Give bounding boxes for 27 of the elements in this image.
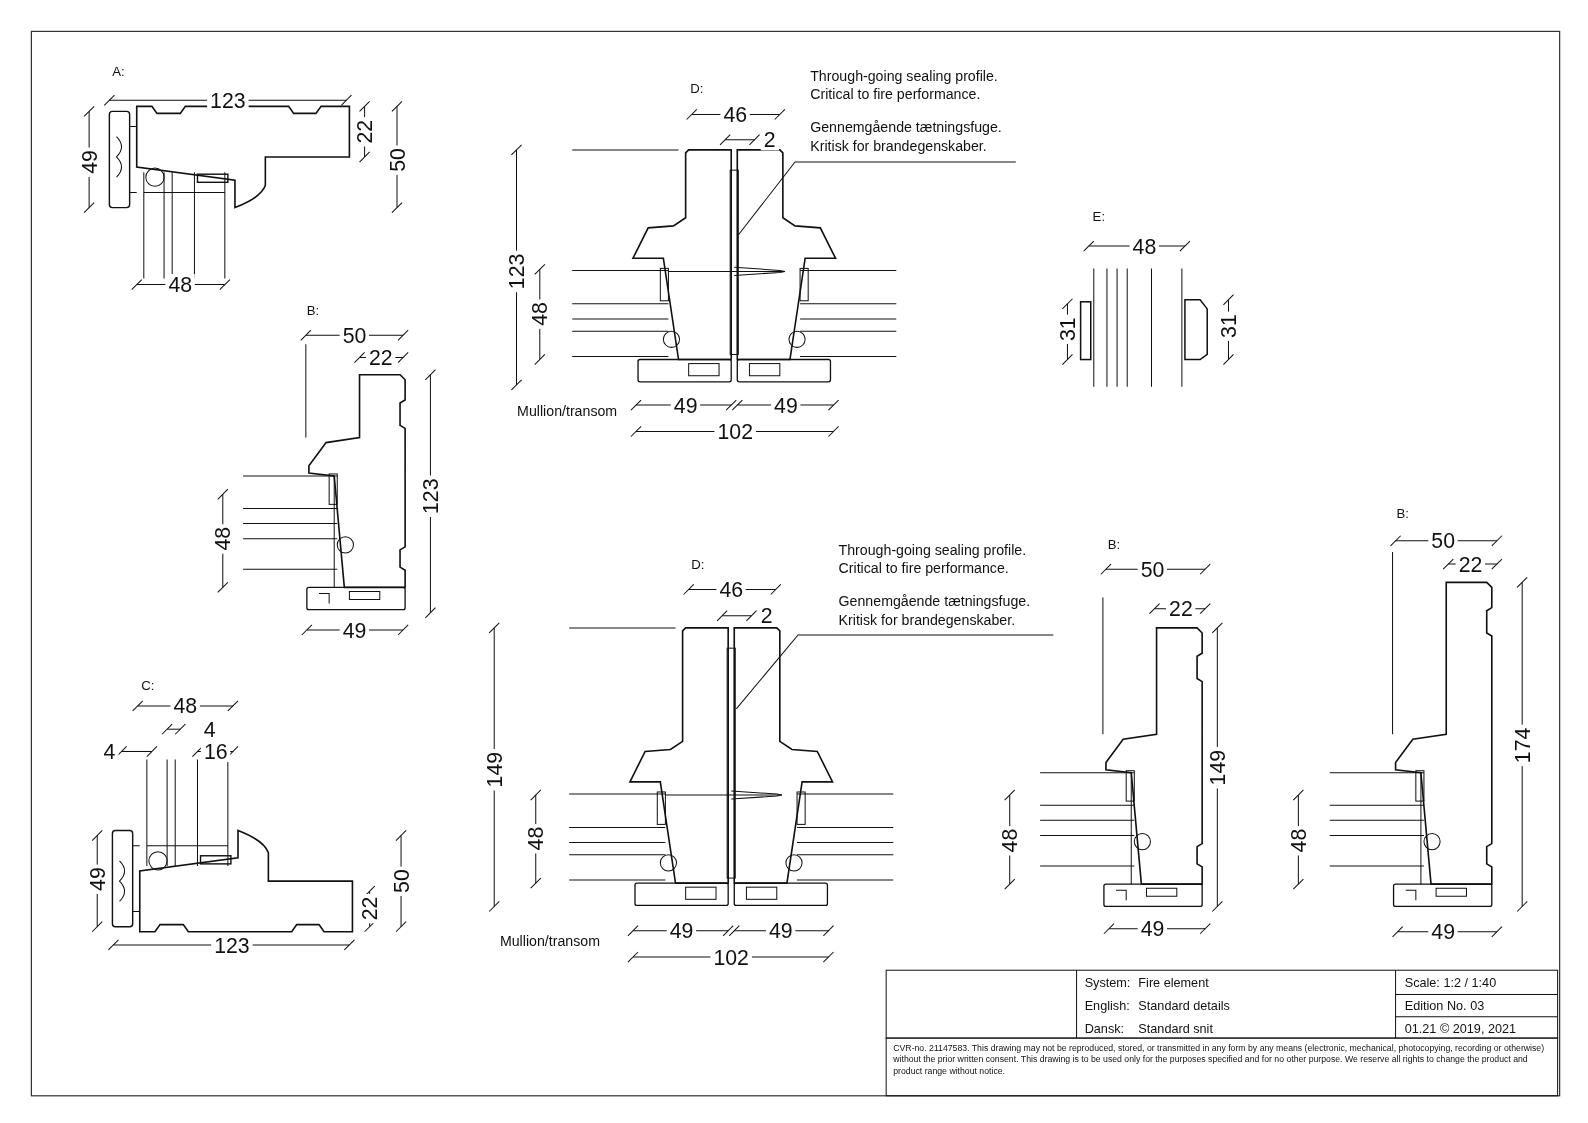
section-label: B: <box>306 304 320 318</box>
table-cell: Standard snit <box>1138 1022 1213 1036</box>
dimension-label: 2 <box>760 129 779 151</box>
section-label: D: <box>691 557 705 571</box>
table-cell: Scale: 1:2 / 1:40 <box>1404 977 1497 990</box>
table-cell: 01.21 © 2019, 2021 <box>1404 1022 1517 1036</box>
note-text: Through-going sealing profile. Critical to fire performance. <box>810 66 999 104</box>
table-cell: English: <box>1084 1000 1130 1013</box>
table-cell: System: <box>1084 977 1131 990</box>
section-label: C: <box>141 679 155 693</box>
copyright-notice: CVR-no. 21147583. This drawing may not be reproduced, stored, or transmitted in any form by any means (electronic, mechanical, photocopying, recording or otherwise) without the prior written consent. This drawing is to be used only for the purposes specified and for no other purpose. We reserve all rights to change the product and product range without notice. <box>893 1043 1546 1078</box>
table-cell: Dansk: <box>1084 1022 1125 1036</box>
section-label: B: <box>1396 506 1409 521</box>
note-text: Gennemgående tætningsfuge. Kritisk for brandegenskaber. <box>838 591 1032 629</box>
note-text: Gennemgående tætningsfuge. Kritisk for brandegenskaber. <box>810 117 1003 155</box>
caption-text: Mullion/transom <box>517 404 618 419</box>
note-text: Through-going sealing profile. Critical to fire performance. <box>838 540 1028 578</box>
leader-line <box>737 161 1017 236</box>
section-label: A: <box>112 65 125 79</box>
leader-line <box>735 634 1054 710</box>
table-cell: Edition No. 03 <box>1404 1000 1485 1013</box>
section-label: B: <box>1107 538 1121 552</box>
table-cell: Fire element <box>1138 977 1209 990</box>
caption-text: Mullion/transom <box>499 933 600 948</box>
section-label: E: <box>1092 210 1106 224</box>
table-cell: Standard details <box>1138 1000 1230 1013</box>
section-label: D: <box>690 81 704 95</box>
